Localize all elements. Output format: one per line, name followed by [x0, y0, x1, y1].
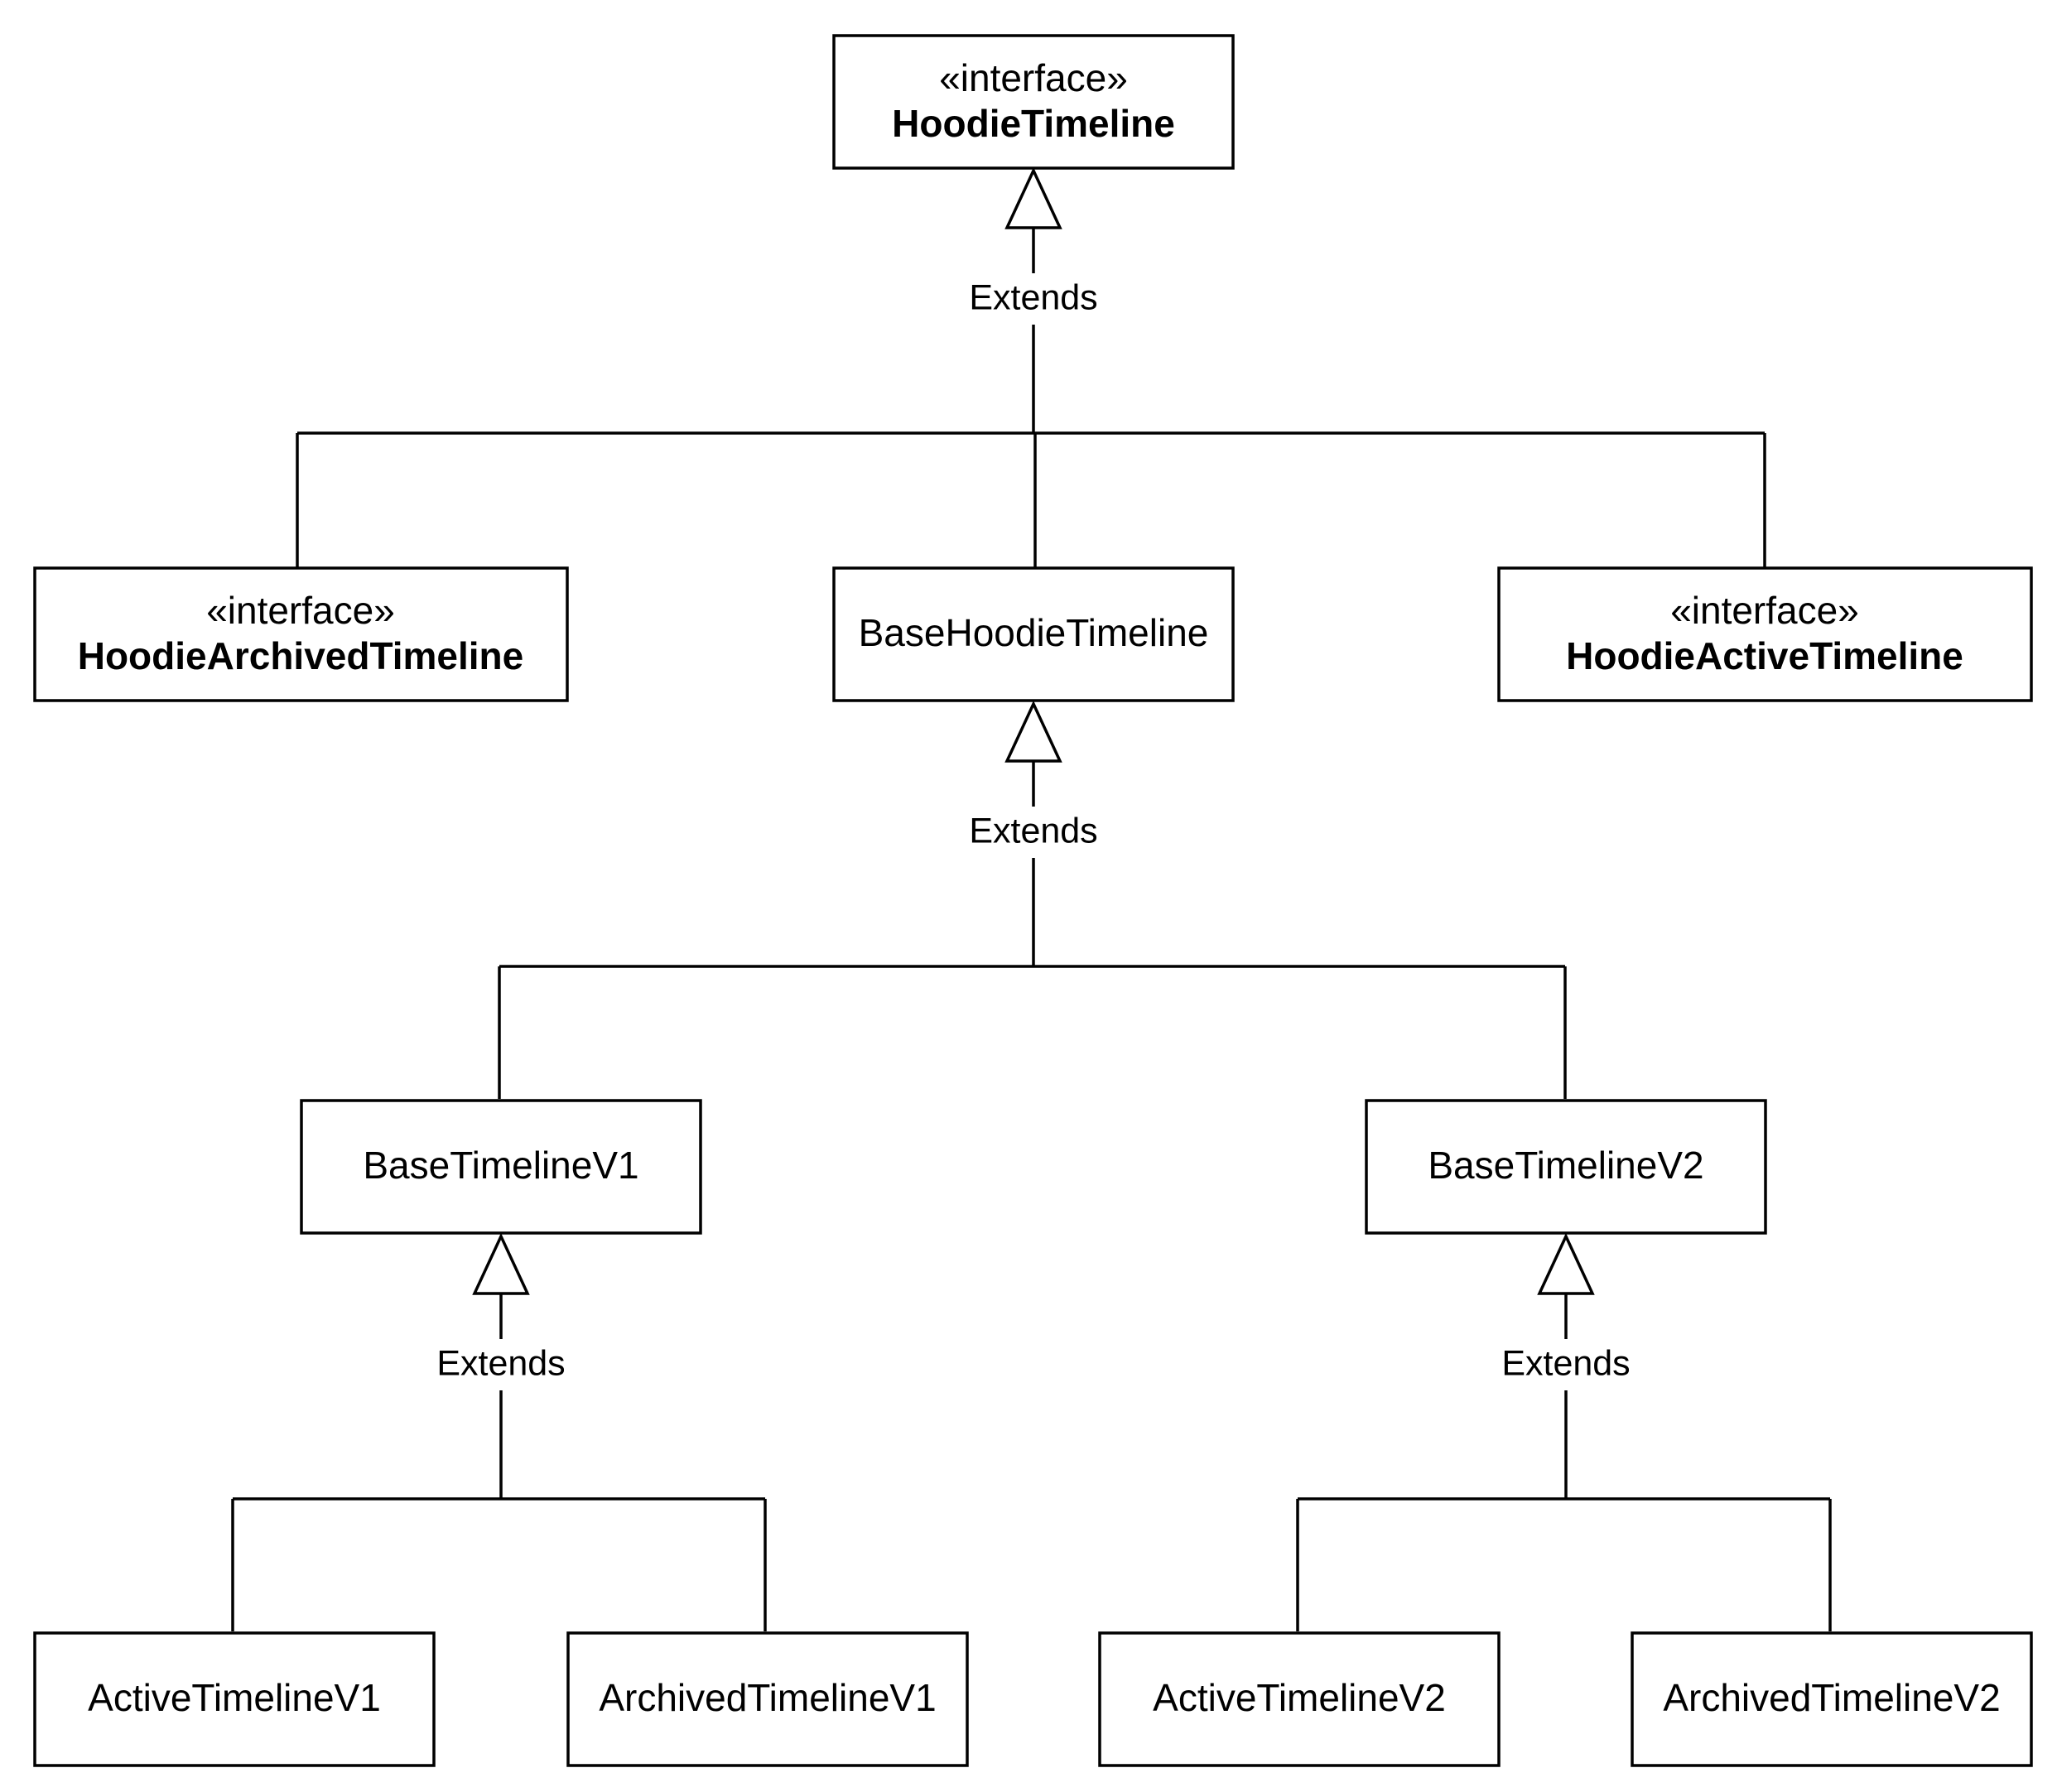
class-node-base-timeline-v2[interactable]: BaseTimelineV2: [1365, 1099, 1767, 1235]
inheritance-arrow-head: [1004, 166, 1062, 229]
class-name: BaseTimelineV2: [1428, 1144, 1703, 1187]
relation-base-hoodie-timeline: Extends: [498, 700, 1567, 1099]
class-name: ActiveTimelineV1: [88, 1676, 381, 1719]
extends-label: Extends: [969, 811, 1097, 850]
class-name: BaseTimelineV1: [363, 1144, 638, 1187]
extends-label: Extends: [1501, 1343, 1630, 1383]
extends-label: Extends: [436, 1343, 565, 1383]
inheritance-arrow-head: [1537, 1232, 1595, 1295]
relation-base-timeline-v1: Extends: [231, 1232, 767, 1631]
class-node-hoodie-active-timeline[interactable]: «interface» HoodieActiveTimeline: [1497, 566, 2033, 702]
class-node-base-hoodie-timeline[interactable]: BaseHoodieTimeline: [832, 566, 1235, 702]
class-name: ArchivedTimelineV2: [1663, 1676, 2000, 1719]
stereotype-label: «interface»: [939, 56, 1128, 99]
class-name: HoodieArchivedTimeline: [78, 634, 524, 677]
class-node-hoodie-timeline[interactable]: «interface» HoodieTimeline: [832, 34, 1235, 170]
class-node-archived-timeline-v1[interactable]: ArchivedTimelineV1: [566, 1631, 969, 1767]
class-name: ArchivedTimelineV1: [599, 1676, 936, 1719]
stereotype-label: «interface»: [206, 589, 395, 632]
class-node-archived-timeline-v2[interactable]: ArchivedTimelineV2: [1631, 1631, 2033, 1767]
inheritance-arrow-head: [472, 1232, 530, 1295]
relation-base-timeline-v2: Extends: [1296, 1232, 1832, 1631]
class-name: ActiveTimelineV2: [1153, 1676, 1446, 1719]
class-name: HoodieTimeline: [892, 102, 1175, 145]
class-name: HoodieActiveTimeline: [1566, 634, 1963, 677]
class-node-active-timeline-v1[interactable]: ActiveTimelineV1: [33, 1631, 436, 1767]
class-node-hoodie-archived-timeline[interactable]: «interface» HoodieArchivedTimeline: [33, 566, 569, 702]
extends-label: Extends: [969, 277, 1097, 317]
relation-hoodie-timeline: Extends: [296, 166, 1766, 567]
class-node-active-timeline-v2[interactable]: ActiveTimelineV2: [1098, 1631, 1501, 1767]
inheritance-arrow-head: [1004, 700, 1062, 763]
class-node-base-timeline-v1[interactable]: BaseTimelineV1: [300, 1099, 702, 1235]
stereotype-label: «interface»: [1670, 589, 1859, 632]
class-name: BaseHoodieTimeline: [859, 611, 1209, 654]
